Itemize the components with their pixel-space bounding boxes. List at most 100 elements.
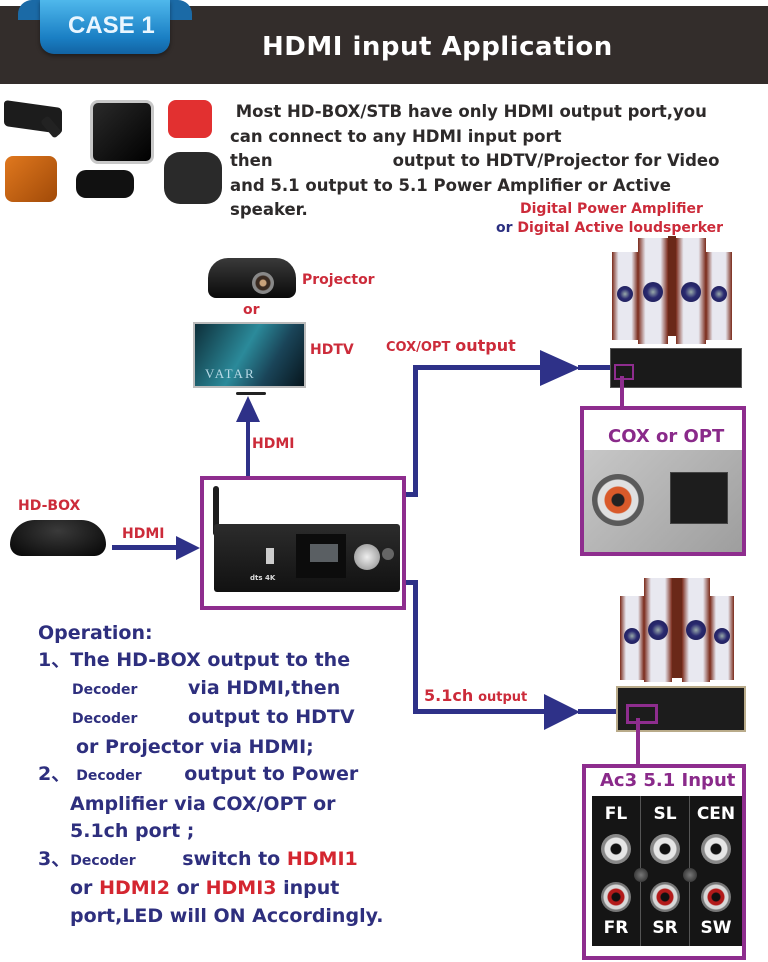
decoder-marks: dts 4K (250, 574, 276, 582)
jack-label-fl: FL (604, 804, 628, 824)
cox-connector-line (620, 376, 624, 408)
woofer-4 (711, 286, 727, 302)
thumb-box-6 (164, 152, 222, 204)
hdmi-in-arrowhead (176, 536, 200, 560)
intro-line-3a: then (230, 151, 273, 170)
panel-screw-2 (683, 868, 697, 882)
step-3-line-3: port,LED will ON Accordingly. (70, 904, 384, 927)
speaker-center-2 (672, 578, 682, 678)
step-3-or-1: or (70, 877, 93, 899)
cox-opt-photo (584, 450, 742, 552)
coaxial-jack (592, 474, 644, 526)
tv-stand (236, 392, 266, 395)
intro-line-1: Most HD-BOX/STB have only HDMI output po… (235, 102, 707, 121)
step-2-decoder: Decoder (76, 768, 142, 784)
ribbon-fold-right (166, 0, 192, 20)
step-2-text-a: output to Power (184, 763, 359, 785)
volume-knob (354, 544, 380, 570)
ch51-arrowhead (544, 694, 580, 730)
amp-top-port-highlight (614, 364, 634, 380)
step-2-line-2: Amplifier via COX/OPT or (70, 792, 336, 815)
woofer-8 (714, 628, 730, 644)
thumb-box-4 (5, 156, 57, 202)
coxopt-arrowhead (540, 350, 580, 386)
power-button (382, 548, 394, 560)
operation-title: Operation: (38, 622, 153, 644)
decoder-image: dts 4K (214, 524, 400, 592)
case-badge (40, 0, 170, 54)
page-title: HDMI input Application (262, 32, 613, 62)
case-badge-label: CASE 1 (68, 12, 155, 39)
coxopt-line-vertical (413, 365, 418, 497)
hdtv-label: HDTV (310, 342, 354, 358)
step-3-input: input (283, 877, 340, 899)
step-3-number: 3、 (38, 847, 71, 870)
projector-lens (252, 272, 274, 294)
coxopt-line-stub (406, 492, 418, 497)
jack-fl (601, 834, 631, 864)
ch51-line-to-amp (578, 709, 618, 714)
thumb-box-2 (90, 100, 154, 164)
intro-paragraph: Most HD-BOX/STB have only HDMI output po… (230, 100, 766, 223)
hdmi-in-label: HDMI (122, 526, 165, 542)
cox-opt-box-title: COX or OPT (608, 426, 725, 447)
intro-line-4: and 5.1 output to 5.1 Power Amplifier or… (230, 175, 671, 195)
amp-label-or: or (496, 220, 513, 236)
woofer-1 (617, 286, 633, 302)
step-2-number: 2、 (38, 763, 71, 785)
jack-label-sw: SW (700, 918, 732, 938)
jack-label-cen: CEN (696, 804, 736, 824)
coxopt-line-horizontal (413, 365, 543, 370)
amp-label-2: Digital Active loudsperker (517, 220, 724, 236)
jack-cen (701, 834, 731, 864)
ch51-line-horizontal (413, 709, 549, 714)
ch51-output-label: 5.1ch output (424, 686, 527, 705)
usb-port (266, 548, 274, 564)
ch51-line-vertical (413, 580, 418, 714)
jack-label-sr: SR (652, 918, 678, 938)
operation-section: Operation: 1、The HD-BOX output to the De… (38, 620, 418, 930)
hdbox-image (10, 520, 106, 556)
step-1-text-a: The HD-BOX output to the (70, 649, 351, 671)
step-2-line-1: 2、 Decoder output to Power (38, 761, 418, 791)
tv-screen-text: VATAR (205, 366, 256, 381)
amp-label-1: Digital Power Amplifier (520, 201, 703, 217)
jack-sl (650, 834, 680, 864)
step-3-text-a: switch to (182, 847, 281, 870)
coxopt-line-to-amp (578, 365, 612, 370)
step-3-or-2: or (176, 877, 199, 899)
step-3-decoder: Decoder (70, 852, 136, 869)
step-1-line-2: Decoder via HDMI,then (38, 675, 418, 705)
jack-label-sl: SL (653, 804, 677, 824)
thumb-box-3 (168, 100, 212, 138)
hdmi2-highlight: HDMI2 (99, 877, 170, 899)
step-1-text-c: output to HDTV (188, 706, 355, 728)
step-1-text-b: via HDMI,then (188, 676, 341, 699)
step-1-line-4: or Projector via HDMI; (76, 735, 314, 758)
hdmi-up-line (246, 420, 250, 482)
thumb-box-5 (76, 170, 134, 198)
amp-bottom-port-highlight (626, 704, 658, 724)
woofer-6 (648, 620, 668, 640)
step-3-line-2: or HDMI2 or HDMI3 input (38, 875, 418, 903)
step-1-decoder-b: Decoder (72, 711, 138, 727)
hdmi1-highlight: HDMI1 (286, 847, 358, 870)
intro-line-5: speaker. (230, 200, 308, 219)
step-1-line-1: 1、The HD-BOX output to the (38, 647, 418, 675)
jack-fr (601, 882, 631, 912)
hdtv-image: VATAR (193, 322, 306, 388)
step-2-line-3: 5.1ch port ; (70, 820, 195, 842)
coxopt-output-word: output (455, 336, 516, 355)
step-1-number: 1、 (38, 649, 71, 671)
speaker-center (668, 236, 676, 336)
ac3-connector-line (636, 718, 640, 766)
woofer-2 (643, 282, 663, 302)
hdmi-in-line (112, 545, 178, 550)
decoder-lcd (310, 544, 338, 562)
ribbon-fold-left (18, 0, 44, 20)
ch51-label: 5.1ch (424, 686, 474, 705)
ch51-line-stub (406, 580, 418, 585)
amp-label-line-2: or Digital Active loudsperker (496, 220, 723, 236)
step-1-decoder-a: Decoder (72, 681, 138, 698)
jack-label-fr: FR (603, 918, 629, 938)
